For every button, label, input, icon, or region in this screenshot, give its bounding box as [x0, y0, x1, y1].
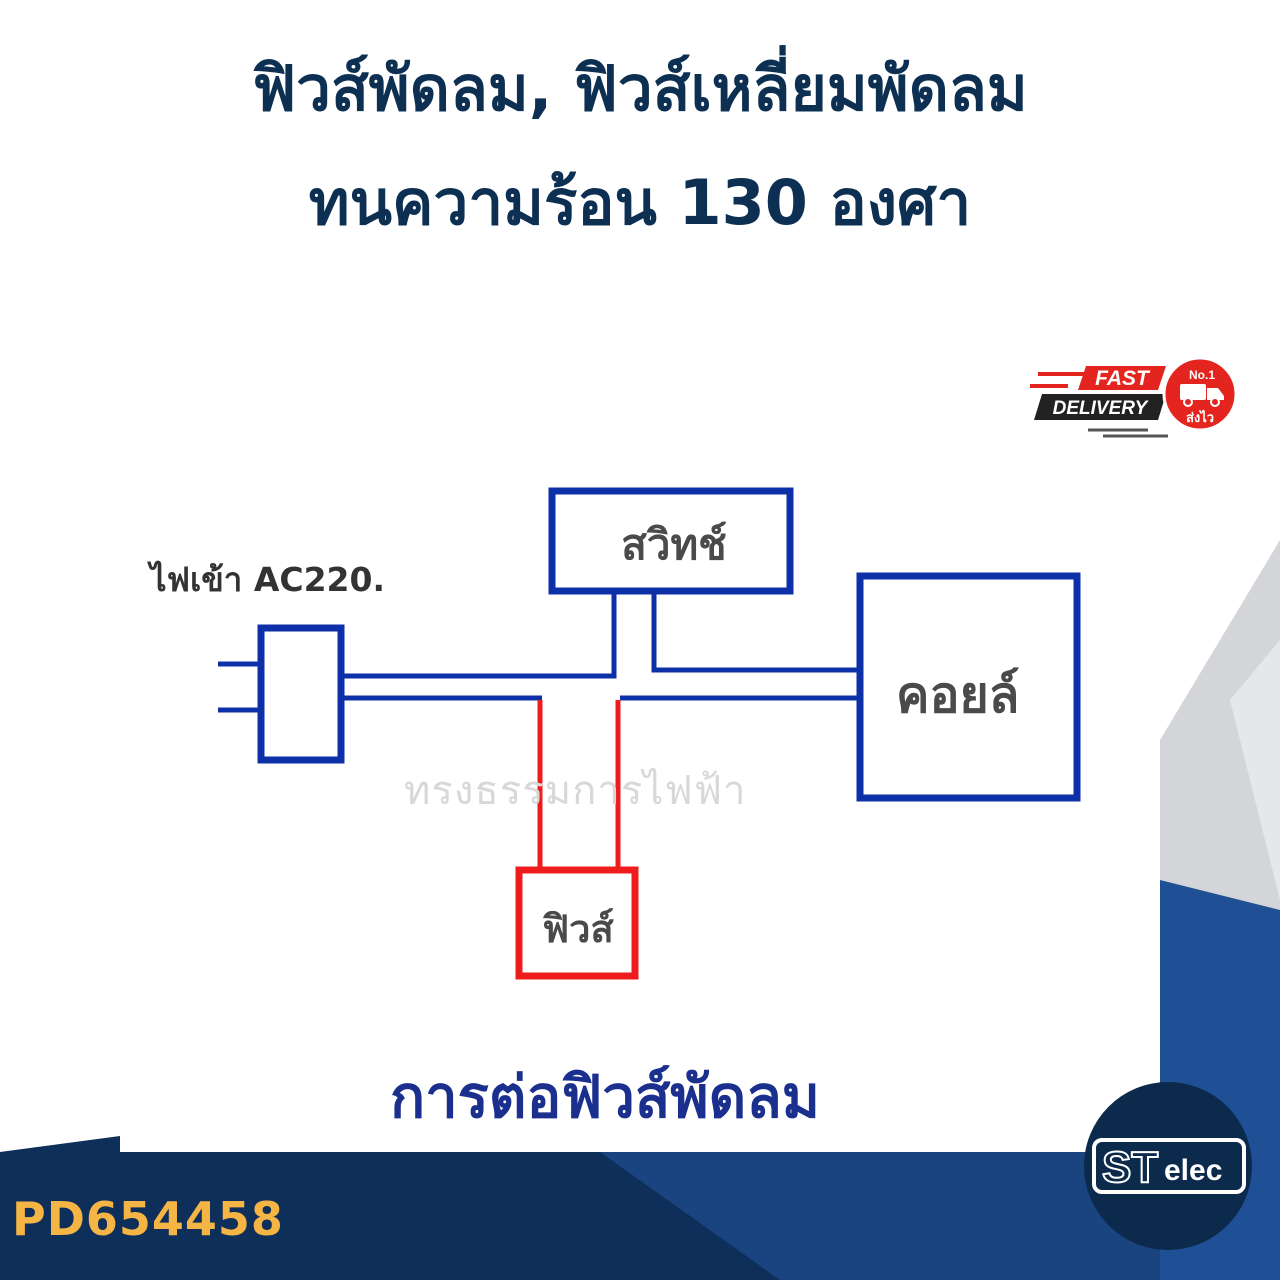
stelec-logo: ST elec [1084, 1082, 1252, 1250]
plug-prongs [218, 661, 262, 713]
badge-fast-text: FAST [1095, 367, 1151, 390]
delivery-banner [1034, 394, 1166, 420]
page-title-line-2: ทนความร้อน 130 องศา [308, 166, 972, 239]
fuse-wires [537, 700, 621, 870]
fast-delivery-badge: FAST DELIVERY No.1 ส่งไว [1030, 356, 1238, 438]
switch-box [548, 487, 794, 595]
coil-label: คอยล์ [896, 666, 1020, 724]
light-grey-side-band [1230, 640, 1280, 900]
speed-lines-icon [1030, 372, 1168, 438]
input-ac-label: ไฟเข้า AC220. [150, 560, 385, 599]
fast-banner [1078, 366, 1166, 390]
switch-label: สวิทช์ [621, 520, 727, 569]
logo-st-text: ST [1102, 1143, 1158, 1192]
badge-no1-text: No.1 [1189, 368, 1215, 382]
badge-delivery-text: DELIVERY [1053, 398, 1150, 419]
delivery-truck-icon [1180, 384, 1224, 407]
blue-bottom-stripe [600, 1152, 1160, 1280]
plug-box [257, 624, 345, 764]
diagram-caption: การต่อฟิวส์พัดลม [389, 1063, 821, 1131]
logo-plate [1092, 1138, 1246, 1194]
page-title-line-1: ฟิวส์พัดลม, ฟิวส์เหลี่ยมพัดลม [252, 52, 1028, 125]
logo-elec-text: elec [1164, 1154, 1222, 1187]
badge-thai-text: ส่งไว [1186, 409, 1214, 426]
blue-wires [341, 594, 860, 701]
product-code: PD654458 [12, 1192, 284, 1246]
fuse-label: ฟิวส์ [542, 907, 614, 951]
shop-watermark: ทรงธรรมการไฟฟ้า [404, 768, 747, 814]
fuse-box [515, 866, 639, 980]
coil-box [856, 572, 1081, 802]
